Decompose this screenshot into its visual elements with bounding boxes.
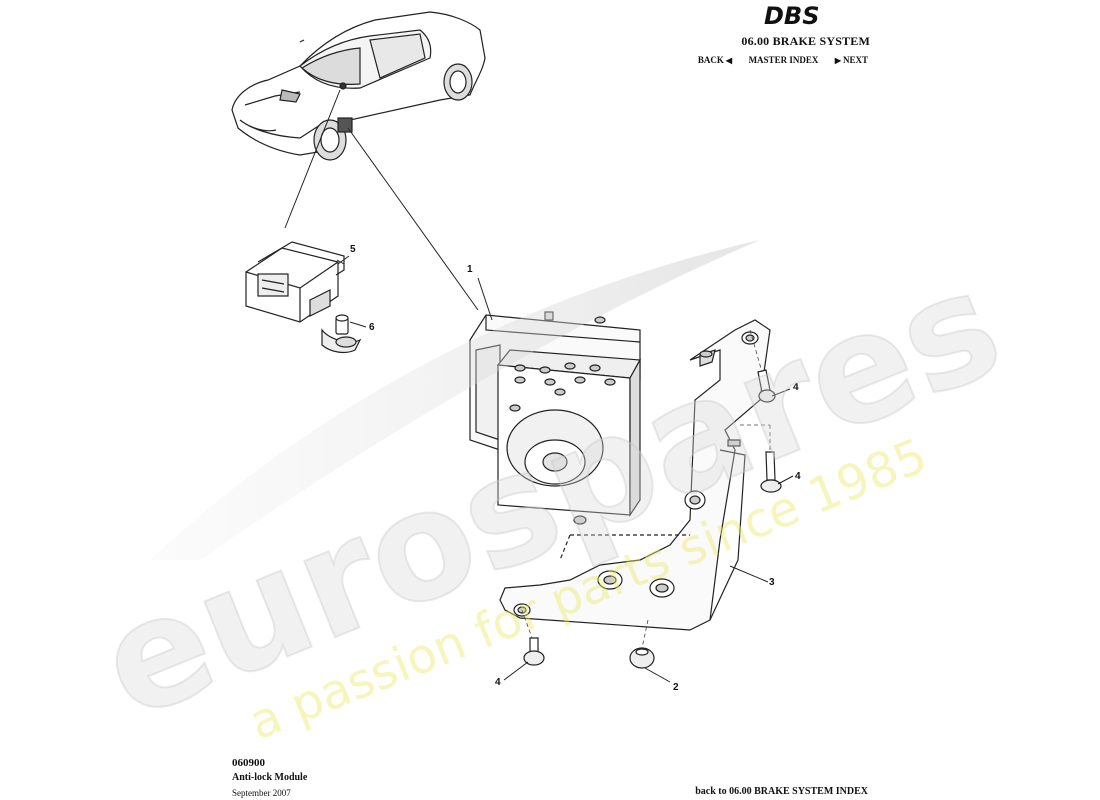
callout-5[interactable]: 5 bbox=[350, 244, 356, 255]
callout-1[interactable]: 1 bbox=[467, 264, 473, 275]
navigation-bar: BACK◀ MASTER INDEX ▶NEXT bbox=[698, 55, 868, 65]
next-link[interactable]: ▶NEXT bbox=[833, 55, 868, 65]
page-title: Anti-lock Module bbox=[232, 772, 308, 783]
callout-4-middle[interactable]: 4 bbox=[795, 471, 801, 482]
callout-6[interactable]: 6 bbox=[369, 322, 375, 333]
back-arrow-icon: ◀ bbox=[725, 56, 733, 65]
back-to-index-link[interactable]: back to 06.00 BRAKE SYSTEM INDEX bbox=[695, 786, 868, 797]
page-code: 060900 bbox=[232, 757, 265, 769]
fasteners-drawing bbox=[523, 369, 782, 669]
callout-4-upper[interactable]: 4 bbox=[793, 382, 799, 393]
callout-3[interactable]: 3 bbox=[769, 577, 775, 588]
callout-2[interactable]: 2 bbox=[673, 682, 679, 693]
abs-module-drawing bbox=[469, 311, 641, 525]
master-index-link[interactable]: MASTER INDEX bbox=[748, 55, 819, 65]
yaw-sensor-drawing bbox=[245, 241, 362, 354]
car-illustration bbox=[231, 11, 486, 161]
bolt-6-drawing bbox=[335, 314, 357, 348]
back-label: BACK bbox=[697, 55, 724, 65]
dbs-logo: DBS bbox=[764, 2, 820, 30]
page-date: September 2007 bbox=[232, 788, 291, 798]
page-section-title: 06.00 BRAKE SYSTEM bbox=[741, 34, 870, 48]
logo-text: DBS bbox=[764, 2, 820, 30]
next-arrow-icon: ▶ bbox=[834, 56, 841, 65]
callout-4-lower[interactable]: 4 bbox=[495, 677, 501, 688]
back-link[interactable]: BACK◀ bbox=[698, 55, 734, 65]
next-label: NEXT bbox=[842, 55, 868, 65]
